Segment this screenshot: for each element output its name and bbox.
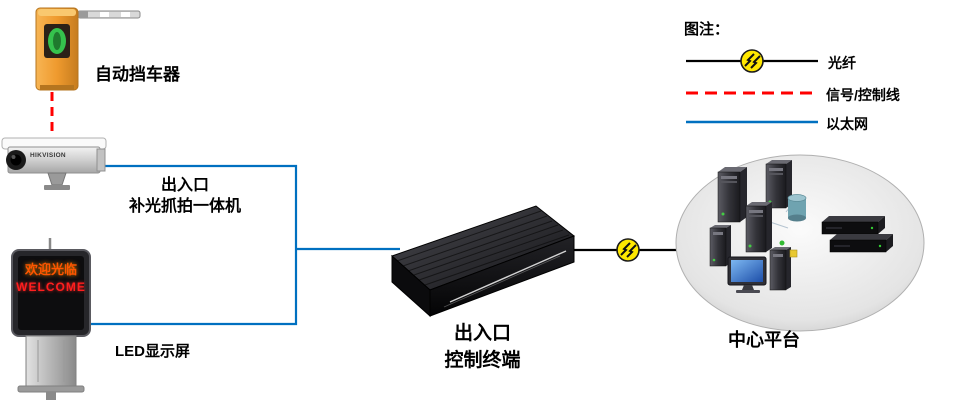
camera-label-line1: 出入口: [160, 177, 209, 194]
led-screen: [18, 256, 84, 330]
legend-title: 图注：: [684, 21, 730, 38]
led-display-device: [11, 238, 91, 400]
led-screen-text-en: WELCOME: [16, 280, 86, 294]
led-screen-text-cn: 欢迎光临: [24, 262, 77, 277]
server-tower-icon: [709, 225, 731, 267]
barrier-label: 自动挡车器: [95, 65, 180, 84]
ethernet-line-camera-led: [90, 164, 298, 326]
capture-camera-device: [1, 137, 107, 190]
barrier-gate-device: [35, 7, 141, 91]
legend-label-signal: 信号/控制线: [826, 87, 900, 103]
camera-label: 出入口 补光抓拍一体机: [110, 175, 260, 217]
control-terminal-device: [391, 205, 576, 318]
legend-label-fiber: 光纤: [828, 55, 856, 71]
terminal-vents: [396, 210, 570, 286]
desktop-tower-icon: [769, 247, 791, 291]
status-dot-icon: [779, 240, 785, 246]
server-tower-icon: [765, 160, 792, 209]
database-cylinder-icon: [787, 194, 807, 222]
legend-fiber-symbol-icon: [740, 49, 764, 73]
rack-box-icon: [821, 216, 885, 235]
kiosk-body: [25, 335, 77, 387]
platform-label: 中心平台: [728, 330, 800, 350]
server-tower-icon: [717, 167, 747, 223]
fiber-symbol-icon: [616, 238, 640, 262]
rack-box-icon: [829, 234, 893, 253]
kiosk-base: [17, 385, 85, 393]
center-platform: [675, 154, 925, 332]
terminal-front-face: [429, 235, 575, 317]
server-tower-icon: [745, 202, 772, 253]
legend-label-ethernet: 以太网: [826, 116, 868, 132]
accent-box-icon: [789, 249, 798, 258]
led-label: LED显示屏: [115, 343, 191, 360]
terminal-label-line1: 出入口: [453, 323, 511, 344]
camera-bracket: [47, 172, 67, 186]
terminal-label-line2: 控制终端: [444, 350, 521, 371]
monitor-icon: [727, 256, 767, 293]
camera-label-line2: 补光抓拍一体机: [128, 198, 241, 215]
legend-lines: [686, 49, 818, 124]
camera-brand-text: HIKVISION: [30, 152, 66, 159]
terminal-label: 出入口 控制终端: [415, 320, 550, 374]
